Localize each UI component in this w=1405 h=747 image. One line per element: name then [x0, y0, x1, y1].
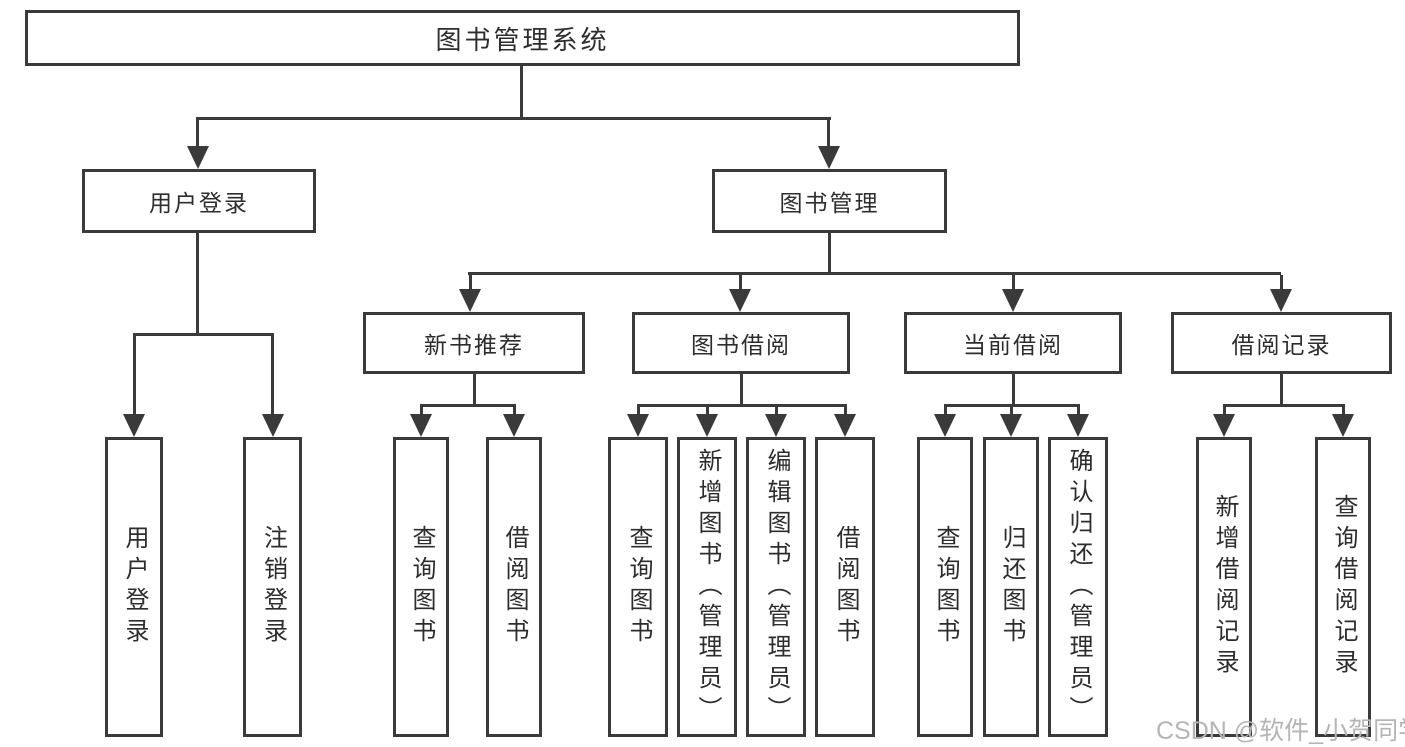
- connector-line: [1011, 275, 1015, 289]
- leaf-logout: 注销登录: [243, 437, 302, 737]
- node-label: 借阅图书: [501, 525, 528, 649]
- node-label: 查询图书: [932, 525, 959, 649]
- arrow-down-icon: [459, 289, 481, 312]
- node-user-login: 用户登录: [82, 169, 316, 233]
- arrow-down-icon: [186, 146, 209, 169]
- leaf-query-books: 查询图书: [393, 437, 449, 737]
- connector-line: [1011, 374, 1015, 407]
- arrow-down-icon: [934, 414, 956, 437]
- arrow-down-icon: [1270, 289, 1292, 312]
- arrow-down-icon: [503, 414, 525, 437]
- node-label: 新增图书（管理员）: [694, 447, 721, 727]
- node-label: 新增借阅记录: [1211, 494, 1238, 680]
- node-label: 用户登录: [121, 525, 148, 649]
- node-current-borrowing: 当前借阅: [904, 312, 1122, 374]
- connector-line: [196, 120, 199, 146]
- connector-line: [1009, 407, 1013, 414]
- connector-line: [943, 404, 1080, 407]
- node-new-book-recommendation: 新书推荐: [363, 312, 585, 374]
- connector-line: [827, 120, 830, 146]
- node-label: 用户登录: [149, 190, 249, 216]
- node-label: 查询图书: [408, 525, 435, 649]
- node-label: 当前借阅: [963, 332, 1063, 358]
- arrow-down-icon: [1332, 414, 1354, 437]
- node-book-borrowing: 图书借阅: [632, 312, 850, 374]
- arrow-down-icon: [261, 414, 284, 437]
- arrow-down-icon: [1067, 414, 1089, 437]
- leaf-return-books: 归还图书: [983, 437, 1039, 737]
- connector-line: [1222, 404, 1345, 407]
- node-label: 查询图书: [625, 525, 652, 649]
- arrow-down-icon: [696, 414, 718, 437]
- node-label: 借阅记录: [1231, 332, 1332, 358]
- connector-line: [1341, 407, 1345, 414]
- leaf-borrow-books: 借阅图书: [486, 437, 542, 737]
- connector-line: [827, 233, 831, 272]
- connector-line: [943, 407, 947, 414]
- node-label: 图书管理系统: [435, 24, 610, 55]
- arrow-down-icon: [1213, 414, 1235, 437]
- leaf-query-borrow-record: 查询借阅记录: [1315, 437, 1371, 737]
- node-label: 编辑图书（管理员）: [763, 447, 790, 727]
- connector-line: [419, 407, 423, 414]
- connector-line: [468, 272, 1281, 275]
- connector-line: [196, 117, 831, 120]
- connector-line: [1279, 275, 1283, 289]
- csdn-watermark: CSDN @软件_小贺同学: [1156, 717, 1405, 745]
- connector-line: [468, 275, 472, 289]
- connector-line: [132, 336, 136, 414]
- node-label: 确认归还（管理员）: [1065, 447, 1092, 727]
- node-borrowing-records: 借阅记录: [1171, 312, 1392, 374]
- connector-line: [774, 407, 778, 414]
- arrow-down-icon: [627, 414, 649, 437]
- leaf-borrow-books: 借阅图书: [815, 437, 875, 737]
- arrow-down-icon: [1000, 414, 1022, 437]
- connector-line: [1076, 407, 1080, 414]
- connector-line: [636, 404, 847, 407]
- connector-line: [512, 407, 516, 414]
- connector-line: [738, 275, 742, 289]
- arrow-down-icon: [729, 289, 751, 312]
- node-library-system: 图书管理系统: [25, 10, 1020, 66]
- connector-line: [705, 407, 709, 414]
- leaf-edit-books-admin: 编辑图书（管理员）: [746, 437, 806, 737]
- node-label: 归还图书: [998, 525, 1025, 649]
- connector-line: [1222, 407, 1226, 414]
- node-label: 图书管理: [779, 190, 880, 216]
- connector-line: [843, 407, 847, 414]
- connector-line: [419, 404, 516, 407]
- node-label: 图书借阅: [691, 332, 791, 358]
- connector-line: [739, 374, 743, 407]
- node-label: 新书推荐: [424, 332, 524, 358]
- node-book-management: 图书管理: [712, 169, 947, 233]
- connector-line: [1280, 374, 1283, 407]
- node-label: 查询借阅记录: [1330, 494, 1357, 680]
- node-label: 借阅图书: [832, 525, 859, 649]
- connector-line: [519, 66, 523, 117]
- connector-line: [196, 233, 199, 335]
- leaf-confirm-return-admin: 确认归还（管理员）: [1048, 437, 1108, 737]
- arrow-down-icon: [410, 414, 432, 437]
- arrow-down-icon: [765, 414, 787, 437]
- arrow-down-icon: [1002, 289, 1024, 312]
- arrow-down-icon: [817, 146, 840, 169]
- arrow-down-icon: [123, 414, 145, 437]
- node-label: 注销登录: [259, 525, 287, 649]
- arrow-down-icon: [834, 414, 856, 437]
- connector-line: [472, 374, 476, 407]
- leaf-add-borrow-record: 新增借阅记录: [1196, 437, 1252, 737]
- connector-line: [132, 333, 274, 336]
- leaf-user-login: 用户登录: [105, 437, 163, 737]
- leaf-query-books: 查询图书: [917, 437, 973, 737]
- leaf-query-books: 查询图书: [608, 437, 668, 737]
- connector-line: [636, 407, 640, 414]
- leaf-add-books-admin: 新增图书（管理员）: [677, 437, 737, 737]
- connector-line: [271, 336, 274, 414]
